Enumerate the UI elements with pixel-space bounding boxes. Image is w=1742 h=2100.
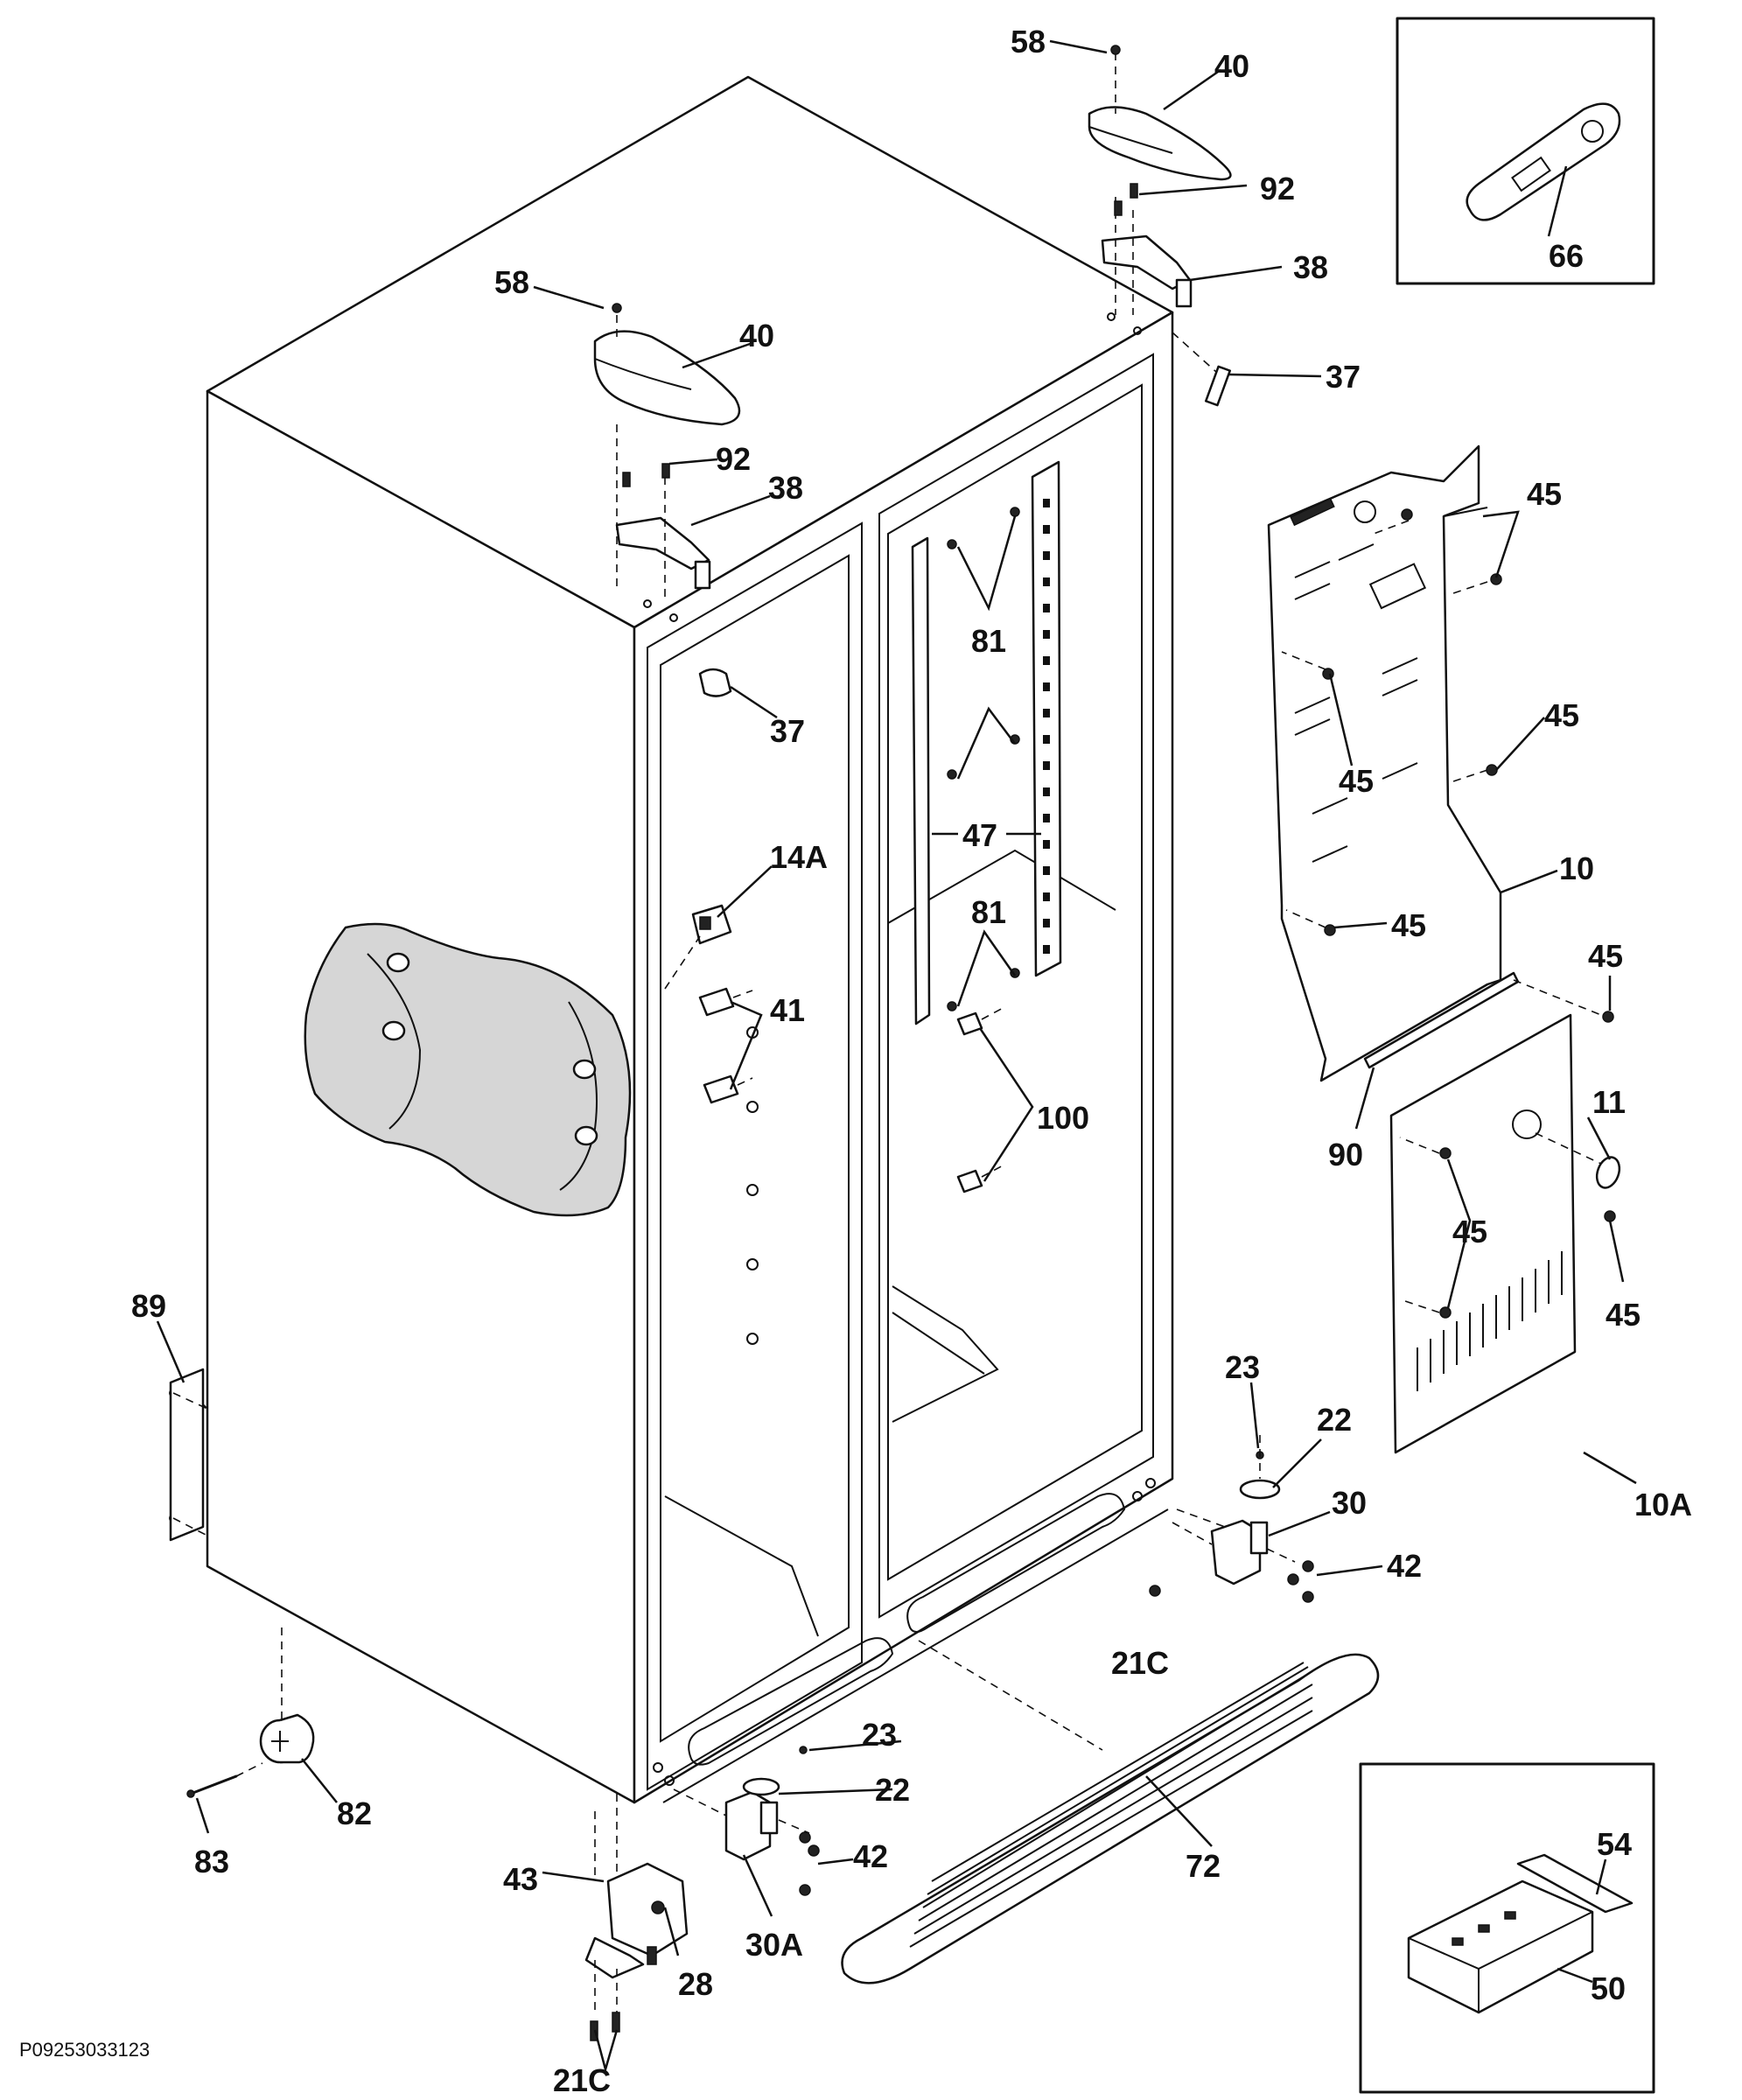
label-45-g: 45 — [1606, 1297, 1641, 1333]
label-38-top: 38 — [1293, 249, 1328, 285]
label-58-left: 58 — [494, 264, 529, 300]
label-82: 82 — [337, 1796, 372, 1831]
label-28: 28 — [678, 1966, 713, 2002]
top-left-hinge-cover — [593, 315, 741, 426]
label-90: 90 — [1328, 1137, 1363, 1172]
document-code: P09253033123 — [19, 2039, 150, 2061]
rear-dashes — [1176, 520, 1602, 1528]
label-66: 66 — [1549, 238, 1584, 274]
label-14a: 14A — [770, 839, 828, 875]
label-43: 43 — [503, 1861, 538, 1897]
label-50: 50 — [1591, 1970, 1626, 2006]
label-42-right: 42 — [1387, 1548, 1422, 1584]
shelf-rails — [911, 460, 1062, 1026]
machine-compartment-cover — [1389, 1013, 1577, 1454]
label-21c-left: 21C — [553, 2062, 611, 2098]
bottom-left-hinge-bracket — [584, 1794, 689, 2012]
label-54: 54 — [1597, 1826, 1632, 1862]
label-30a: 30A — [745, 1927, 803, 1963]
roller-pin — [186, 1762, 263, 1798]
label-10a: 10A — [1634, 1487, 1692, 1522]
label-22-right: 22 — [1317, 1402, 1352, 1438]
label-81-lower: 81 — [971, 894, 1006, 930]
side-panel-cutaway — [304, 922, 632, 1217]
top-left-hinge — [615, 424, 711, 599]
label-45-e: 45 — [1588, 938, 1623, 974]
leveling-roller — [259, 1628, 315, 1764]
inset-box-top — [1396, 17, 1655, 285]
label-100: 100 — [1037, 1100, 1089, 1136]
label-89: 89 — [131, 1288, 166, 1324]
label-40-top: 40 — [1214, 48, 1249, 84]
top-right-hinge-cover — [1088, 52, 1232, 181]
label-92-left: 92 — [716, 441, 751, 477]
label-30: 30 — [1332, 1485, 1367, 1521]
label-11: 11 — [1592, 1084, 1626, 1120]
label-45-b: 45 — [1339, 763, 1374, 799]
light-switch — [664, 904, 732, 990]
label-81-upper: 81 — [971, 623, 1006, 659]
rear-screws — [1322, 508, 1616, 1319]
cabinet — [169, 75, 1174, 1804]
label-45-d: 45 — [1391, 907, 1426, 943]
label-23-bottom: 23 — [862, 1717, 897, 1753]
toe-grille — [841, 1640, 1380, 1984]
bottom-hinge-30 — [1149, 1435, 1314, 1603]
label-40-left: 40 — [739, 318, 774, 354]
callouts: 58 40 92 38 37 58 40 92 38 37 14A 41 81 … — [19, 24, 1692, 2098]
door-stop-bumper — [698, 332, 1232, 697]
rear-shield-panel — [1267, 444, 1502, 1082]
top-right-hinge — [1101, 197, 1193, 315]
label-37-left: 37 — [770, 713, 805, 749]
label-45-f: 45 — [1452, 1214, 1487, 1250]
label-22-bottom: 22 — [875, 1772, 910, 1808]
label-45-a: 45 — [1527, 476, 1562, 512]
label-72: 72 — [1186, 1848, 1221, 1884]
label-38-left: 38 — [768, 470, 803, 506]
label-45-c: 45 — [1544, 697, 1579, 733]
label-47: 47 — [962, 817, 997, 853]
grommet — [1595, 1156, 1621, 1189]
label-23-right: 23 — [1225, 1349, 1260, 1385]
bottom-hinge-30a — [673, 1746, 820, 1896]
side-bracket — [169, 1368, 208, 1542]
label-37-top: 37 — [1326, 359, 1361, 395]
label-58-top: 58 — [1011, 24, 1046, 60]
screws-top — [612, 45, 1138, 487]
label-83: 83 — [194, 1844, 229, 1880]
label-10: 10 — [1559, 850, 1594, 886]
inset-box-bottom — [1359, 1762, 1655, 2094]
label-21c-right: 21C — [1111, 1645, 1169, 1681]
label-42-bottom: 42 — [853, 1838, 888, 1874]
label-41: 41 — [770, 992, 805, 1028]
leader-lines — [156, 39, 1637, 2074]
light-sockets — [698, 987, 753, 1104]
label-92-top: 92 — [1260, 171, 1295, 206]
shelf-supports — [956, 1005, 1007, 1194]
